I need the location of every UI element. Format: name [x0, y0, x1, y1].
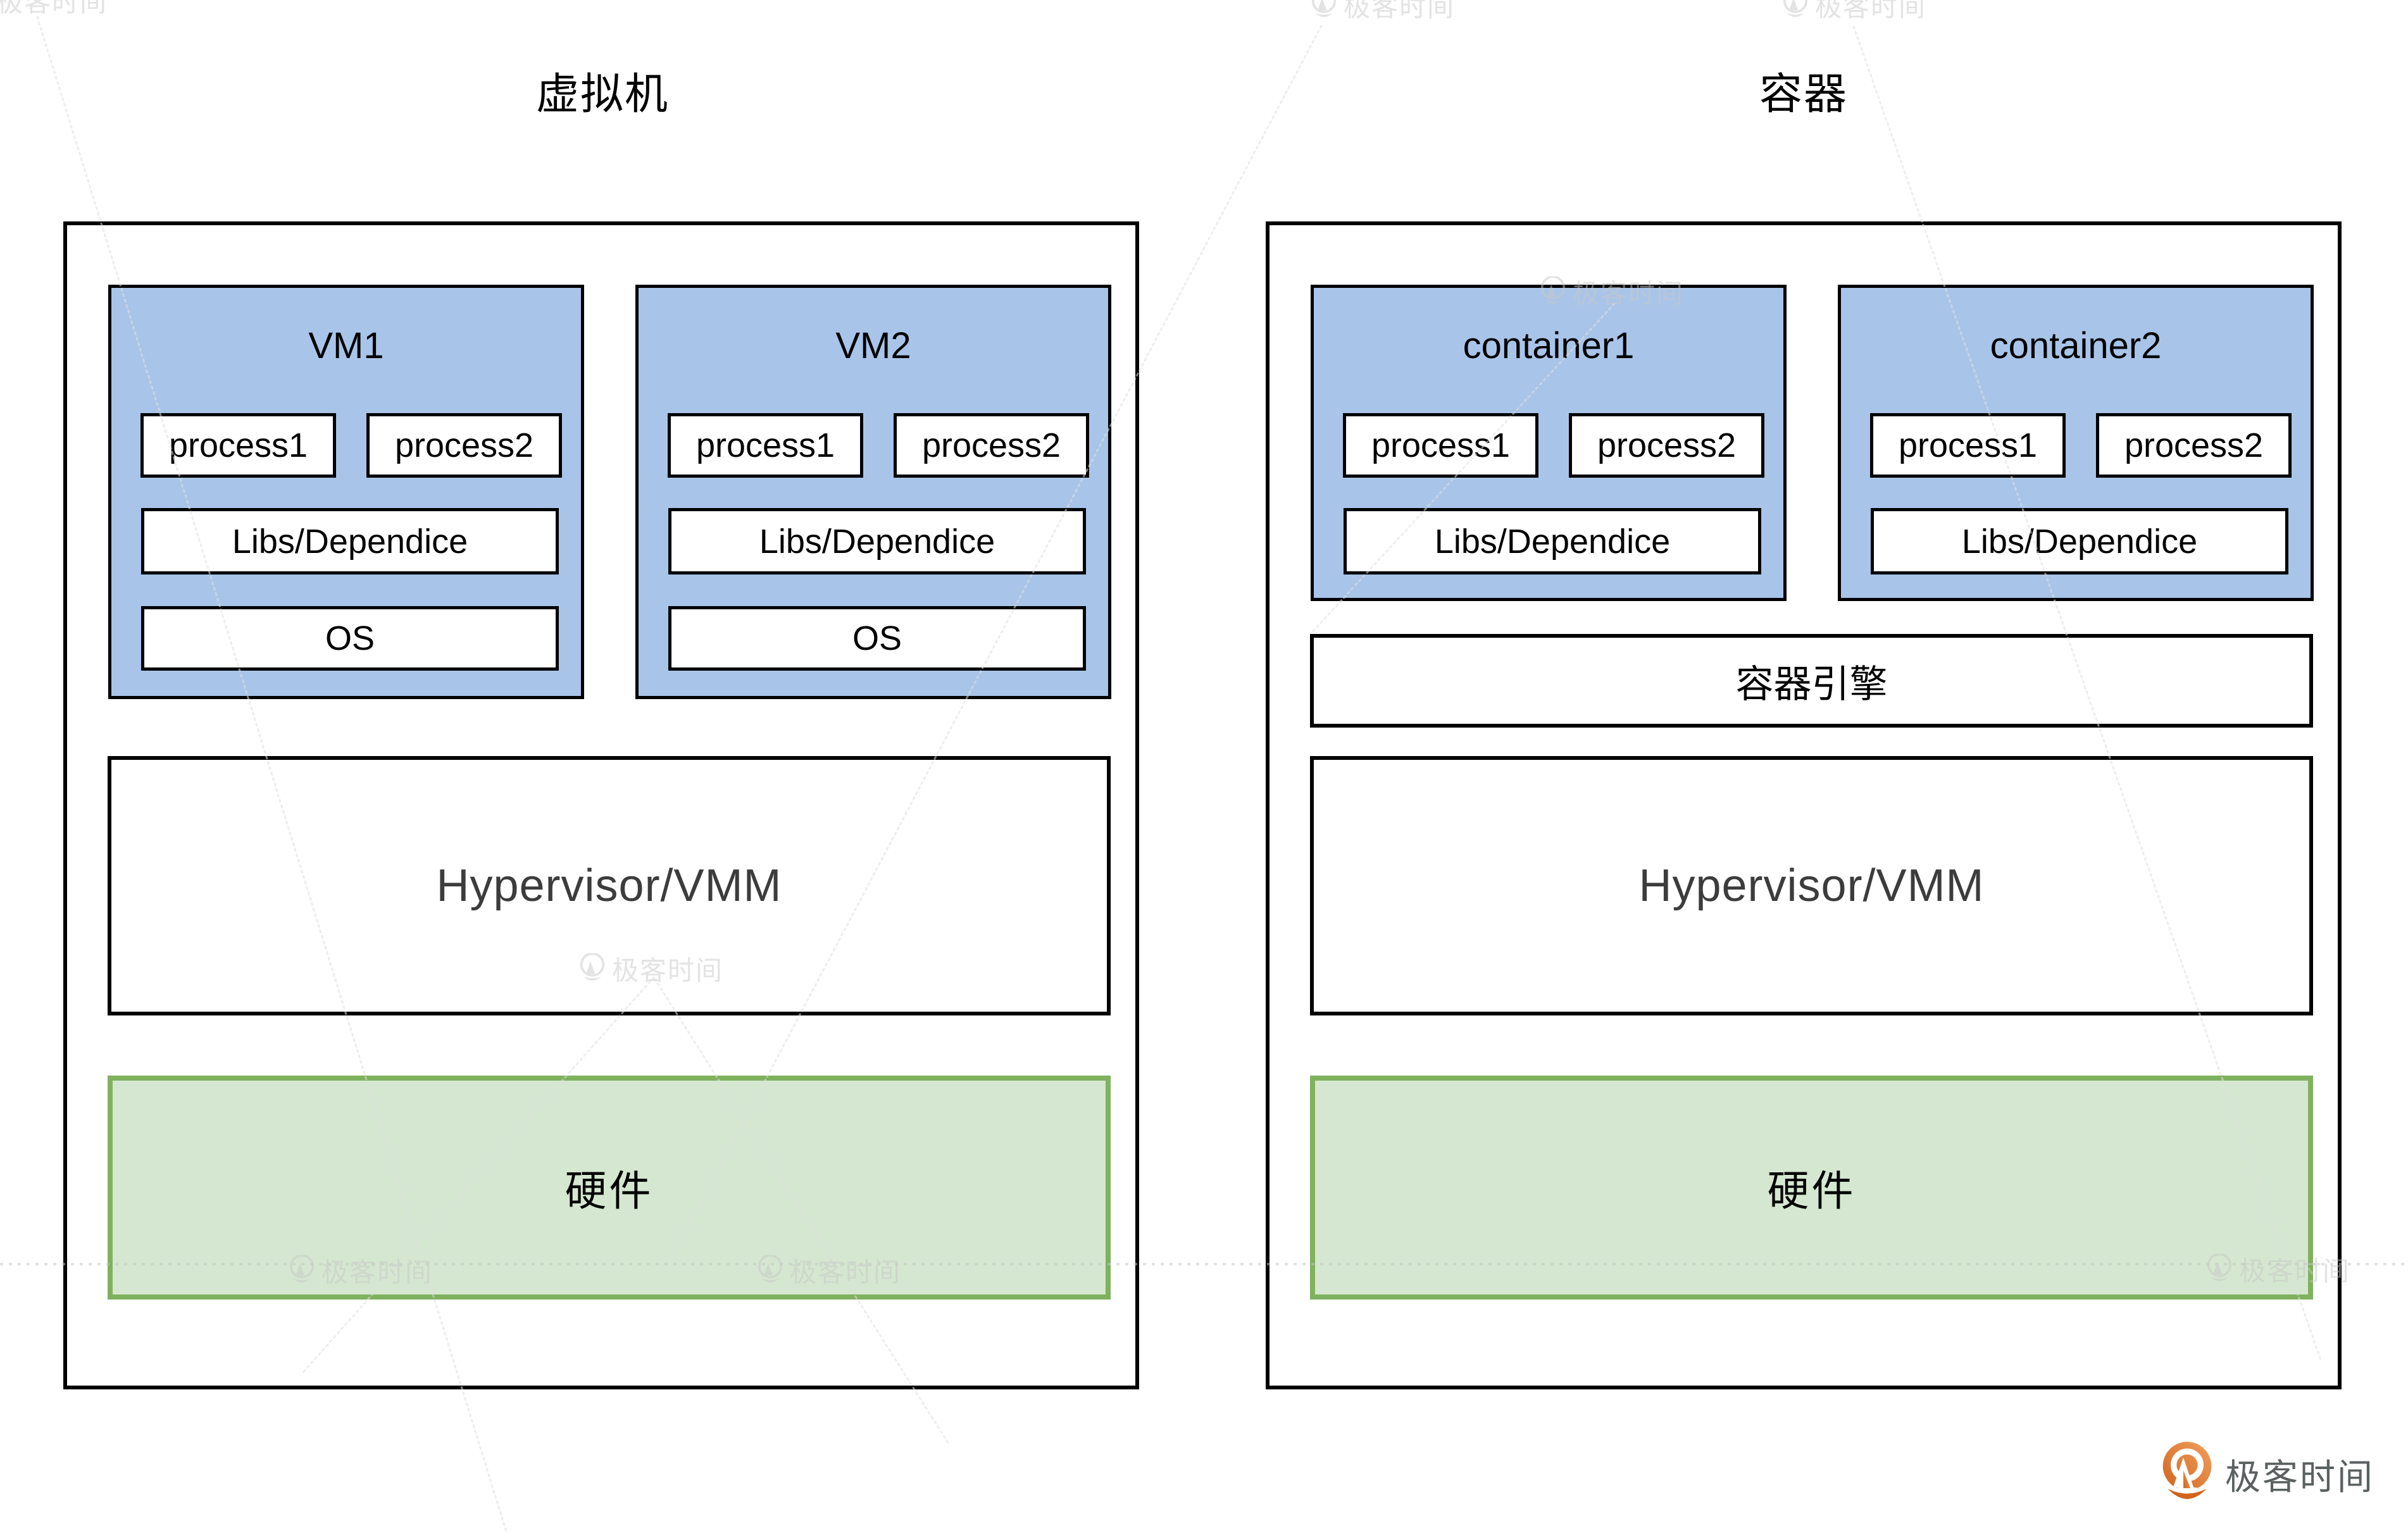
vm1-name: VM1	[308, 325, 384, 366]
vm2-os-box: OS	[668, 606, 1086, 671]
watermark: 极客时间	[0, 0, 108, 17]
container-hypervisor-box: Hypervisor/VMM	[1310, 756, 2313, 1015]
vm1-process2-box: process2	[366, 413, 562, 478]
container1-process1-box: process1	[1343, 413, 1538, 478]
vm1-os-box: OS	[141, 606, 559, 671]
vm-hypervisor-box: Hypervisor/VMM	[108, 756, 1111, 1015]
vm2-name: VM2	[835, 325, 911, 366]
vm2-process2-box: process2	[894, 413, 1089, 478]
vm1-process1-box: process1	[140, 413, 336, 478]
geektime-logo-icon	[1783, 0, 1808, 18]
geektime-logo-icon	[1311, 0, 1337, 18]
watermark: 极客时间	[1782, 0, 1926, 25]
container-panel-title: 容器	[1759, 70, 1848, 118]
vm-panel-title: 虚拟机	[535, 70, 669, 118]
vm1-box: VM1 process1 process2 Libs/Dependice OS	[108, 285, 584, 699]
container2-box: container2 process1 process2 Libs/Depend…	[1838, 285, 2314, 601]
watermark: 极客时间	[1311, 0, 1455, 25]
container2-name: container2	[1990, 325, 2162, 366]
container-hardware-box: 硬件	[1310, 1076, 2313, 1300]
vm2-box: VM2 process1 process2 Libs/Dependice OS	[635, 285, 1111, 699]
container2-process2-box: process2	[2096, 413, 2292, 478]
vm1-libs-box: Libs/Dependice	[141, 508, 559, 574]
vm-panel-box: VM1 process1 process2 Libs/Dependice OS …	[63, 221, 1139, 1389]
container1-libs-box: Libs/Dependice	[1344, 508, 1761, 574]
geektime-brand: 极客时间	[2159, 1441, 2374, 1507]
container1-box: container1 process1 process2 Libs/Depend…	[1311, 285, 1787, 601]
container-engine-box: 容器引擎	[1310, 634, 2313, 728]
container1-name: container1	[1463, 325, 1635, 366]
container1-process2-box: process2	[1569, 413, 1764, 478]
container2-process1-box: process1	[1870, 413, 2066, 478]
geektime-brand-text: 极客时间	[2225, 1456, 2374, 1497]
container-panel-box: container1 process1 process2 Libs/Depend…	[1266, 221, 2342, 1389]
vm-hardware-box: 硬件	[108, 1076, 1111, 1300]
vm2-libs-box: Libs/Dependice	[668, 508, 1086, 574]
vm2-process1-box: process1	[668, 413, 863, 478]
container2-libs-box: Libs/Dependice	[1871, 508, 2288, 574]
geektime-logo-icon	[2162, 1441, 2212, 1501]
